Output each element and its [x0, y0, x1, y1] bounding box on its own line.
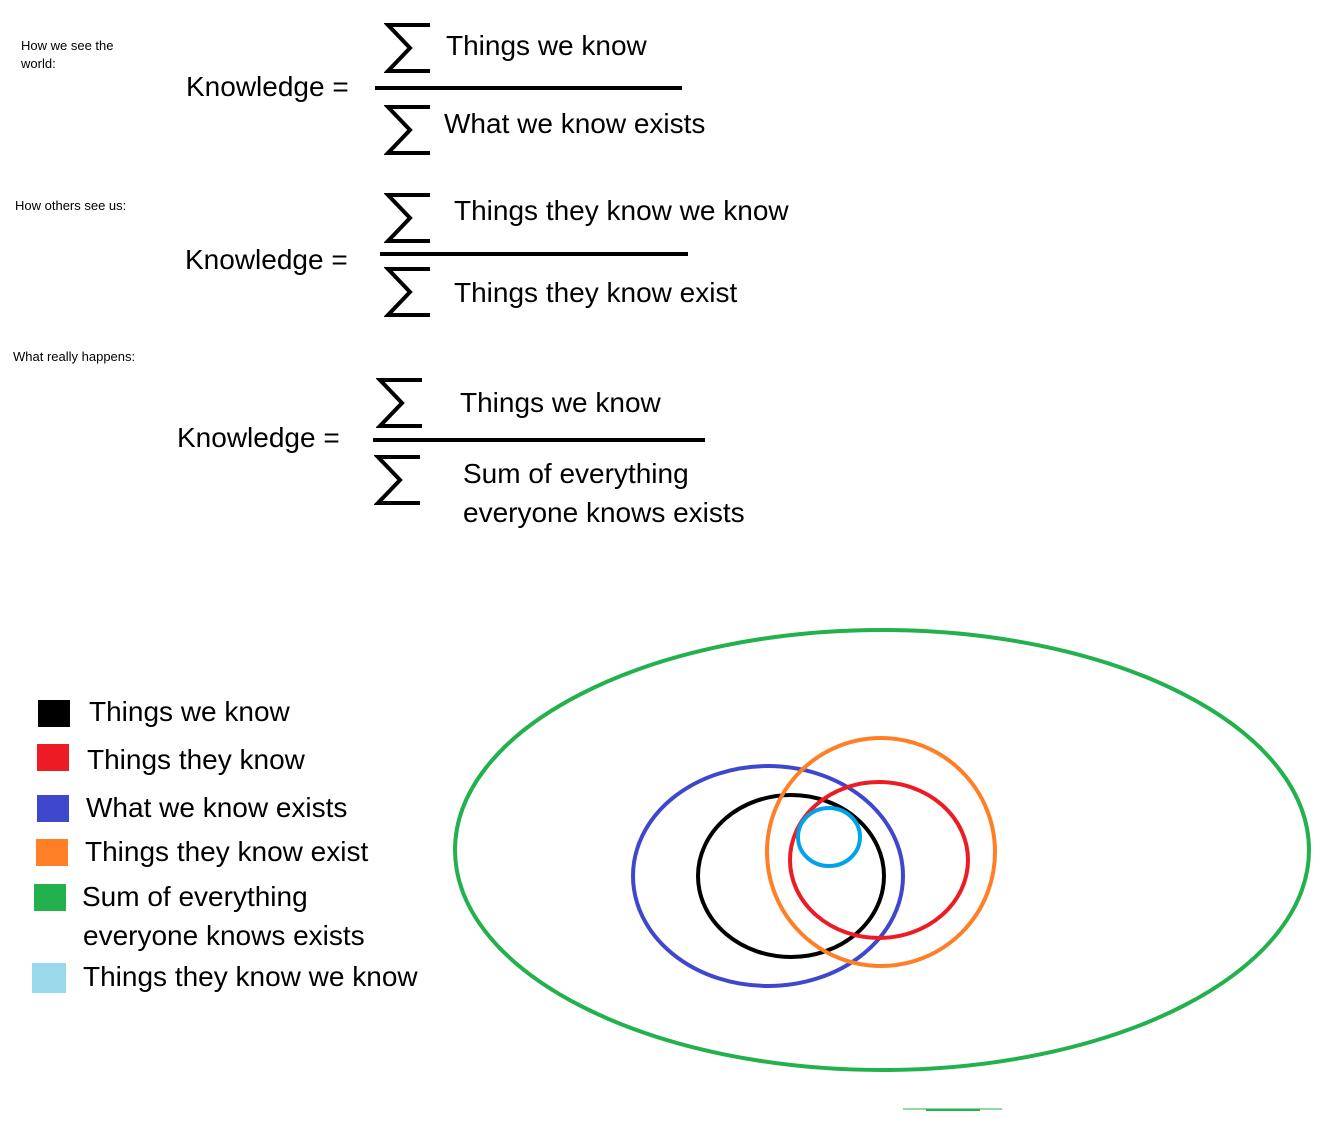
- denominator: Things they know exist: [454, 277, 738, 308]
- legend-swatch-green: [34, 884, 66, 911]
- ellipse-what-we-know-exists: [631, 764, 905, 988]
- caption-what-really-happens: What really happens:: [13, 349, 136, 364]
- legend-swatch-blue: [37, 795, 69, 822]
- legend-swatch-red: [37, 744, 69, 771]
- sigma-icon: [384, 193, 430, 243]
- legend-swatch-black: [38, 700, 70, 727]
- legend-label: Things we know: [89, 696, 290, 727]
- legend-swatch-orange: [36, 839, 68, 866]
- legend-label: Things they know: [87, 744, 305, 775]
- legend-label: Things they know exist: [85, 836, 369, 867]
- equation-lhs: Knowledge =: [185, 244, 348, 275]
- legend-label: Things they know we know: [83, 961, 418, 992]
- ellipse-things-they-know-we-know: [796, 806, 862, 868]
- sigma-icon: [384, 23, 430, 73]
- ellipse-things-we-know: [696, 793, 886, 959]
- sigma-icon: [374, 455, 420, 505]
- numerator: Things they know we know: [454, 195, 789, 226]
- fraction-bar: [373, 438, 705, 442]
- ellipse-sum-of-everything: [453, 628, 1311, 1072]
- sigma-icon: [376, 378, 422, 428]
- numerator: Things we know: [446, 30, 647, 61]
- equation-lhs: Knowledge =: [186, 71, 349, 102]
- denominator-line1: Sum of everything: [463, 458, 689, 489]
- denominator-line2: everyone knows exists: [463, 497, 745, 528]
- denominator: What we know exists: [444, 108, 706, 139]
- legend-label-line1: Sum of everything: [82, 881, 308, 912]
- numerator: Things we know: [460, 387, 661, 418]
- ellipse-things-they-know: [788, 780, 970, 940]
- equation-lhs: Knowledge =: [177, 422, 340, 453]
- caption-how-others-see: How others see us:: [15, 198, 127, 213]
- caption-how-we-see: How we see the world:: [21, 38, 114, 71]
- fraction-bar: [375, 86, 682, 90]
- fraction-bar: [380, 252, 688, 256]
- ellipse-things-they-know-exist: [765, 736, 997, 968]
- legend-label: What we know exists: [86, 792, 348, 823]
- sigma-icon: [384, 105, 430, 155]
- sigma-icon: [384, 267, 430, 317]
- legend-label-line2: everyone knows exists: [83, 920, 365, 951]
- legend-swatch-lightblue: [32, 963, 66, 993]
